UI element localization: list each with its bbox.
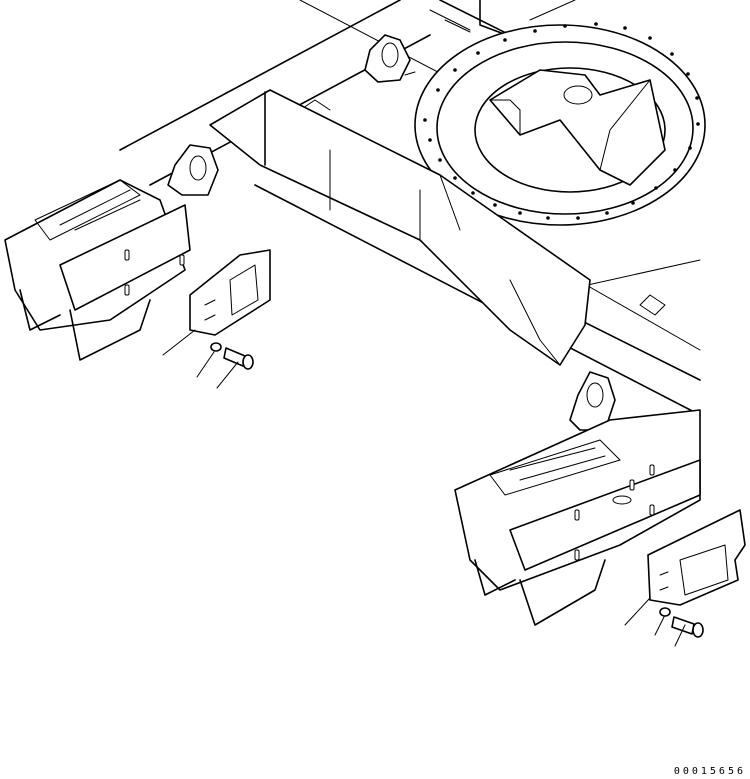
left-washer bbox=[210, 342, 222, 352]
right-frame-slots bbox=[574, 464, 655, 561]
left-bracket-plate bbox=[189, 249, 271, 336]
right-bracket-plate bbox=[647, 509, 746, 606]
drawing-number: 00015656 bbox=[673, 766, 746, 777]
mount-bracket-left bbox=[167, 144, 219, 196]
frame-beam bbox=[209, 89, 591, 366]
leader-lines bbox=[162, 329, 686, 647]
mount-bracket-right bbox=[569, 371, 616, 431]
mount-bracket-top bbox=[354, 34, 416, 83]
left-frame-slots bbox=[124, 249, 185, 296]
left-track-frame bbox=[4, 179, 191, 361]
right-washer bbox=[659, 607, 671, 617]
center-bracket bbox=[489, 69, 666, 186]
left-bolt bbox=[223, 347, 254, 370]
right-track-frame bbox=[454, 409, 701, 626]
right-bolt bbox=[671, 616, 704, 638]
ring-bolt-holes bbox=[423, 22, 700, 220]
